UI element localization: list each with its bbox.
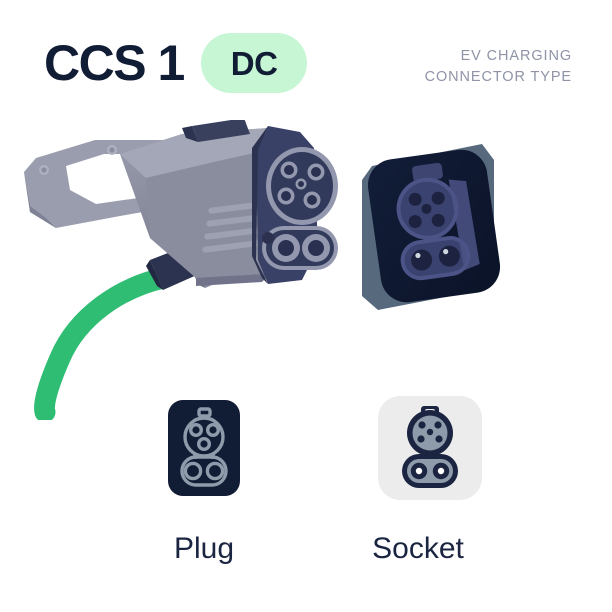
subtitle-line-2: CONNECTOR TYPE: [424, 68, 572, 85]
subtitle-line-1: EV CHARGING: [460, 48, 572, 64]
socket-panel-inlet: [396, 162, 480, 281]
socket-caption: Socket: [372, 532, 464, 565]
ccs1-socket-icon: [378, 396, 482, 500]
plug-side-boss: [262, 232, 274, 244]
plug-caption: Plug: [173, 532, 235, 565]
subtitle: EV CHARGING CONNECTOR TYPE: [425, 46, 572, 87]
ccs1-socket-panel-illustration: [362, 144, 501, 310]
illustration-svg: [24, 120, 501, 420]
header: CCS 1 DC EV CHARGING CONNECTOR TYPE: [0, 0, 612, 120]
icon-row: [0, 393, 612, 503]
current-type-badge-label: DC: [230, 44, 278, 82]
page-title: CCS 1: [44, 35, 185, 91]
plug-dc-section: [262, 226, 338, 270]
plug-connector-head: [252, 126, 338, 284]
ccs1-plug-icon: [168, 400, 240, 496]
plug-latch-tab: [182, 120, 250, 142]
title-block: CCS 1 DC: [44, 33, 308, 93]
caption-row: Plug Socket: [0, 530, 612, 576]
charging-cable: [33, 267, 174, 420]
ccs1-plug-connector-illustration: [24, 120, 338, 290]
socket-icon-cell[interactable]: [375, 393, 485, 503]
current-type-badge: DC: [200, 33, 308, 93]
plug-icon-cell[interactable]: [149, 393, 259, 503]
plug-ac-section: [266, 147, 338, 225]
illustration-stage: [0, 120, 612, 420]
